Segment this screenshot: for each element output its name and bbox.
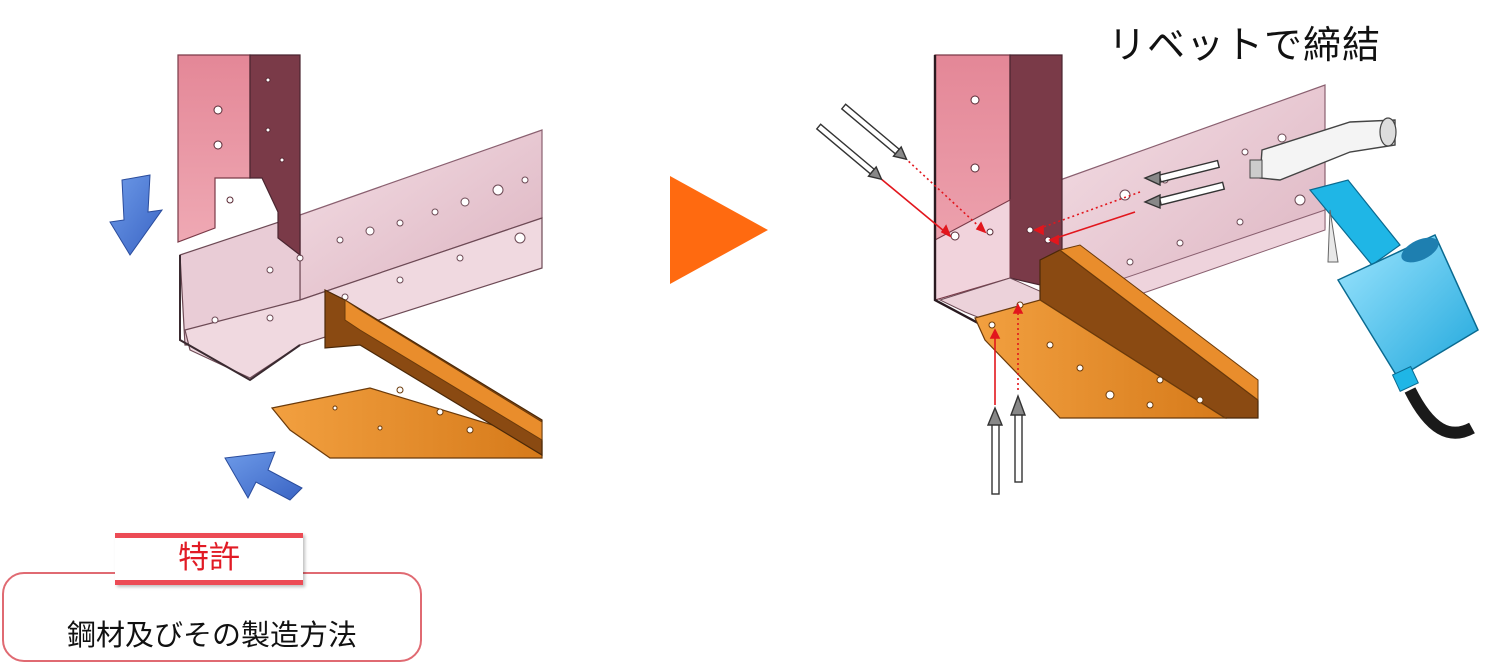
- page-title: リベットで締結: [1108, 23, 1382, 67]
- rivet-icon: [1143, 159, 1226, 210]
- right-assembly: [815, 54, 1479, 495]
- patent-description: 鋼材及びその製造方法: [66, 618, 357, 652]
- left-assembly: [109, 54, 543, 501]
- patent-tag: 特許: [115, 533, 303, 585]
- down-arrow-icon: [109, 174, 164, 256]
- rivet-gun-icon: [1249, 117, 1479, 439]
- orange-base-plate: [270, 387, 543, 459]
- patent-box: 鋼材及びその製造方法: [2, 572, 422, 662]
- diagonal-arrow-icon: [224, 451, 303, 501]
- rivet-icon: [986, 393, 1027, 495]
- next-step-arrow-icon: [670, 176, 768, 284]
- pink-column-front: [177, 54, 251, 243]
- rivet-icon: [815, 103, 908, 181]
- pink-beam-floor: [184, 217, 543, 379]
- pink-column-side: [249, 54, 301, 257]
- patent-tag-label: 特許: [178, 540, 240, 576]
- orange-base-right: [974, 299, 1228, 419]
